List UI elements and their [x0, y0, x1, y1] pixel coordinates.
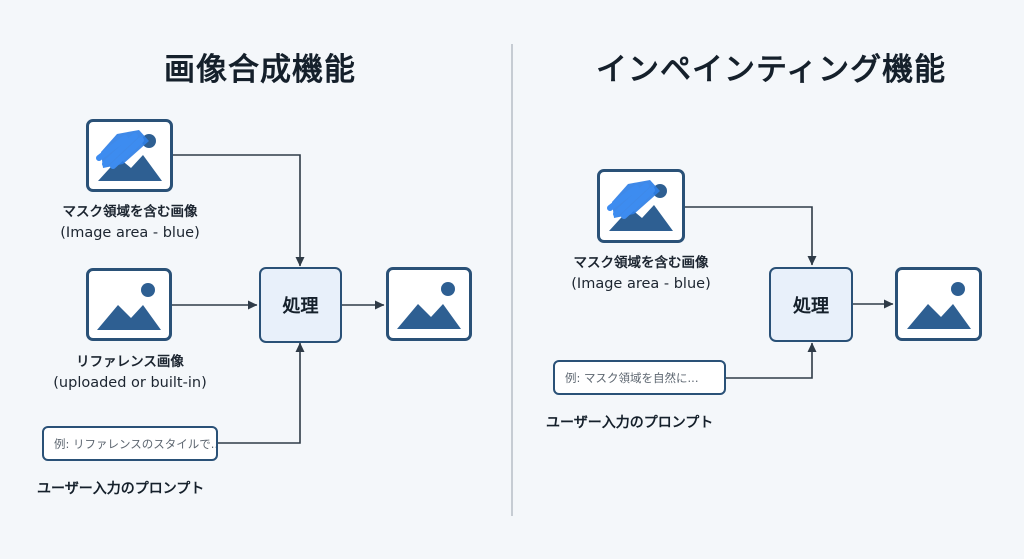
masked-image-label-jp-right: マスク領域を含む画像 [573, 255, 709, 271]
masked-image-label-jp: マスク領域を含む画像 [62, 204, 198, 220]
output-image-box-right [895, 267, 982, 341]
masked-image-label-en-right: (Image area - blue) [571, 276, 711, 292]
landscape-image-icon [97, 282, 161, 330]
masked-image-box [86, 119, 173, 192]
masked-image-label-right: マスク領域を含む画像 (Image area - blue) [547, 253, 735, 295]
arrow-masked-to-process-right [685, 206, 817, 266]
reference-image-label-en: (uploaded or built-in) [53, 375, 207, 391]
arrow-masked-to-process [173, 154, 305, 267]
prompt-caption-right: ユーザー入力のプロンプト [546, 415, 714, 431]
masked-image-box-right [597, 169, 685, 243]
output-image-box [386, 267, 472, 341]
left-panel-title: 画像合成機能 [164, 52, 356, 88]
landscape-image-icon [397, 282, 461, 329]
landscape-image-icon [906, 282, 971, 329]
image-with-blue-mask-icon [607, 180, 673, 231]
prompt-input[interactable]: 例: リファレンスのスタイルで... [42, 426, 218, 461]
masked-image-label: マスク領域を含む画像 (Image area - blue) [36, 202, 224, 244]
prompt-caption: ユーザー入力のプロンプト [37, 481, 205, 497]
right-panel-title: インペインティング機能 [596, 52, 947, 88]
arrow-prompt-to-process [218, 342, 305, 444]
panel-divider [511, 44, 513, 516]
reference-image-box [86, 268, 172, 341]
reference-image-label-jp: リファレンス画像 [76, 354, 184, 370]
masked-image-label-en: (Image area - blue) [60, 225, 200, 241]
arrow-prompt-to-process-right [726, 342, 817, 379]
prompt-input-right[interactable]: 例: マスク領域を自然に... [553, 360, 726, 395]
process-box: 処理 [259, 267, 342, 343]
process-box-right: 処理 [769, 267, 853, 342]
reference-image-label: リファレンス画像 (uploaded or built-in) [36, 352, 224, 394]
image-with-blue-mask-icon [95, 129, 162, 181]
